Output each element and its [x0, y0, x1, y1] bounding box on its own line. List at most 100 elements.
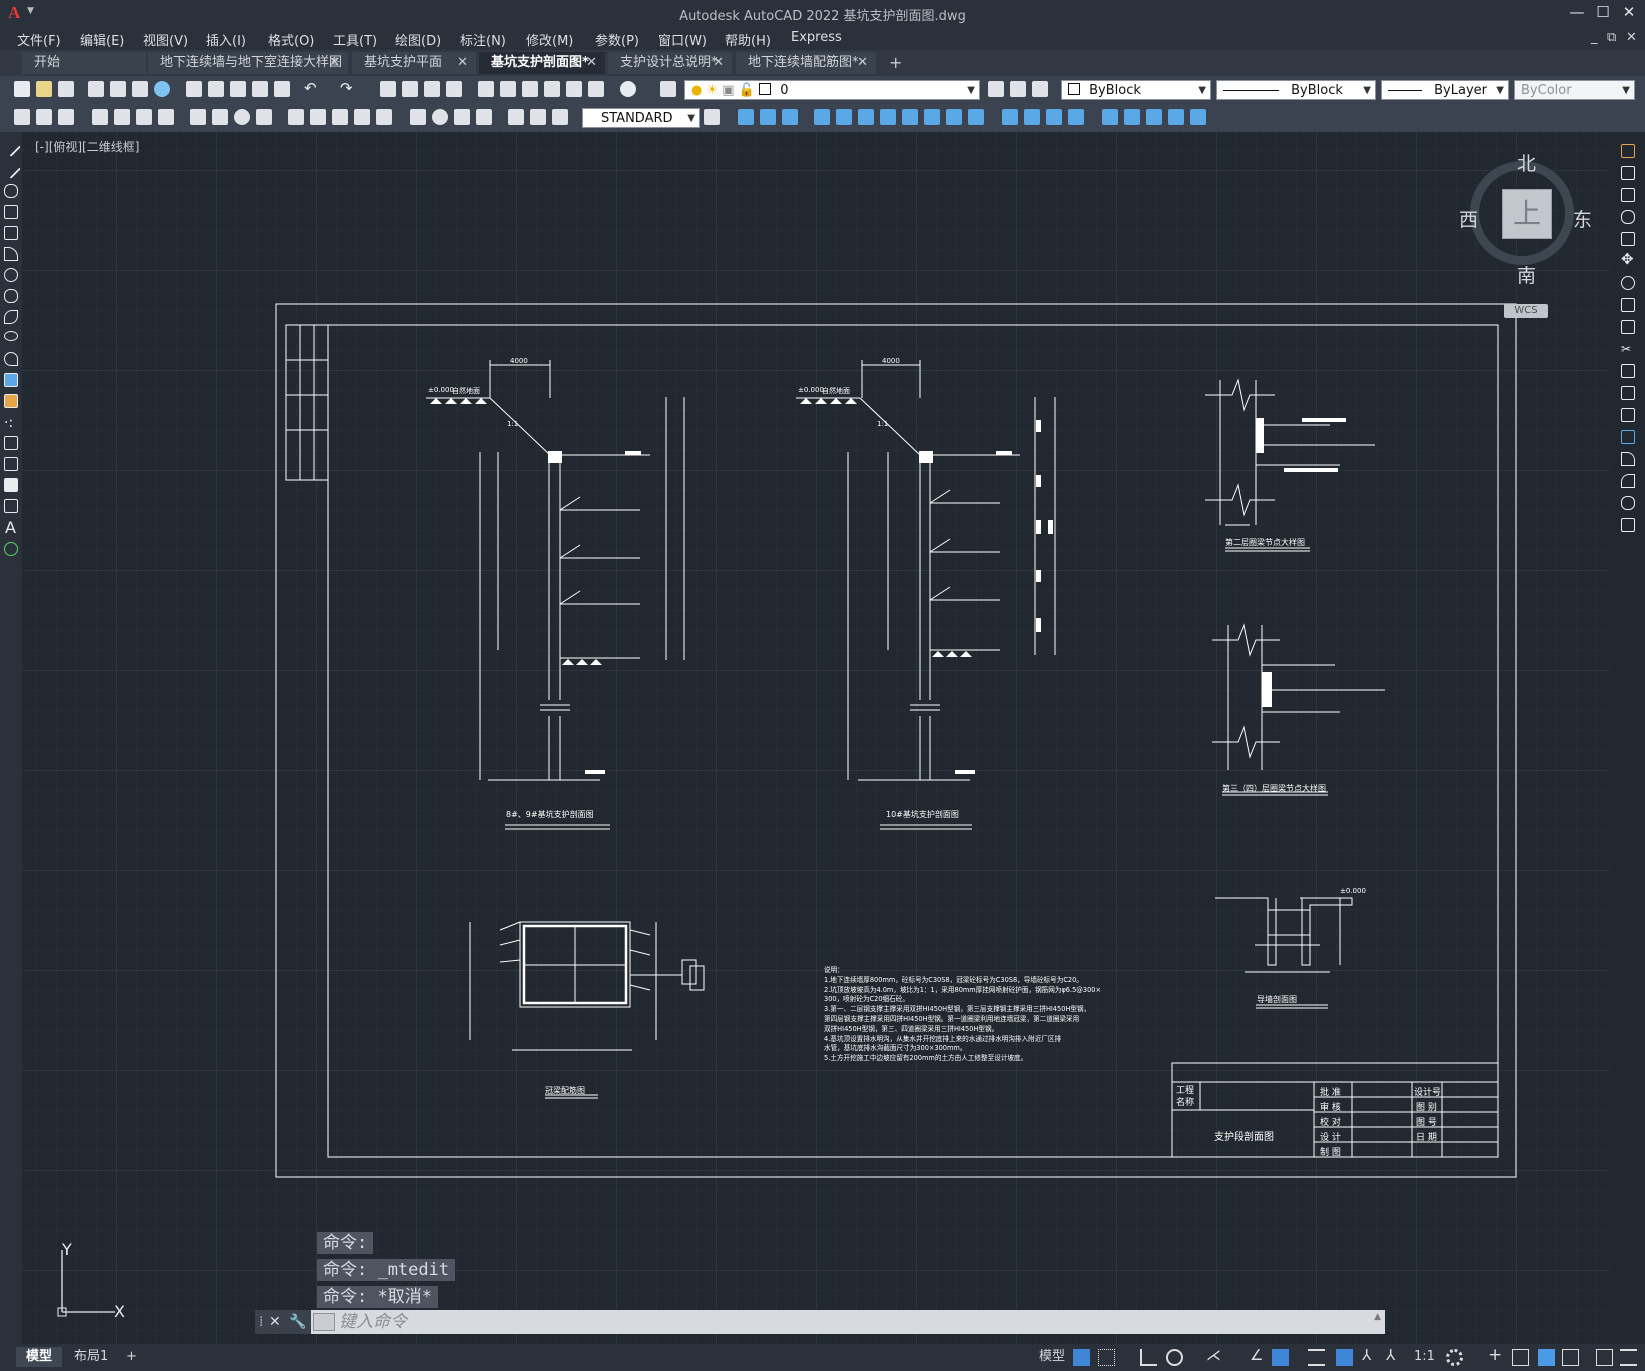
- command-expand-icon[interactable]: ▲: [1374, 1312, 1381, 1322]
- layer-properties-icon[interactable]: [660, 81, 676, 97]
- view-icon[interactable]: [1124, 109, 1140, 125]
- tab-support-section[interactable]: 基坑支护剖面图* ✕: [479, 52, 605, 74]
- add-layout-button[interactable]: +: [126, 1349, 137, 1364]
- properties-icon[interactable]: [478, 81, 494, 97]
- viewport-controls-label[interactable]: [-][俯视][二维线框]: [35, 140, 140, 154]
- view-icon[interactable]: [1146, 109, 1162, 125]
- view-icon[interactable]: [1168, 109, 1184, 125]
- menu-parametric[interactable]: 参数(P): [595, 34, 639, 49]
- menu-insert[interactable]: 插入(I): [206, 34, 246, 49]
- viewcube[interactable]: 北 南 东 西 上: [1459, 153, 1593, 287]
- layout-tab-layout1[interactable]: 布局1: [74, 1349, 109, 1364]
- zoom-window-icon[interactable]: [424, 81, 440, 97]
- text-style-dropdown[interactable]: STANDARD ▼: [582, 108, 700, 128]
- wcs-menu[interactable]: WCS: [1504, 304, 1548, 318]
- tab-close-icon[interactable]: ✕: [586, 55, 597, 70]
- grip-icon[interactable]: ⁞: [259, 1314, 264, 1330]
- erase-icon[interactable]: [1621, 144, 1635, 158]
- layer-previous-icon[interactable]: [1010, 81, 1026, 97]
- ucs-3point-icon[interactable]: [924, 109, 940, 125]
- dimension-edit-icon[interactable]: [508, 109, 524, 125]
- ucs-object-icon[interactable]: [836, 109, 852, 125]
- insert-block-icon[interactable]: [4, 373, 18, 387]
- command-line[interactable]: ⁞ ✕ 🔧 键入命令 ▲: [255, 1310, 1385, 1334]
- scale-icon[interactable]: [1621, 298, 1635, 312]
- undo-icon[interactable]: ↶: [304, 79, 317, 97]
- ucs-origin-icon[interactable]: [880, 109, 896, 125]
- polygon-icon[interactable]: [4, 205, 18, 219]
- ucs-icon-properties-icon[interactable]: [1068, 109, 1084, 125]
- construction-line-icon[interactable]: [1, 159, 21, 179]
- annotation-visibility-icon[interactable]: [1336, 1349, 1353, 1366]
- menu-format[interactable]: 格式(O): [268, 34, 315, 49]
- recent-commands-icon[interactable]: [313, 1313, 335, 1331]
- plotstyle-dropdown[interactable]: ByColor ▼: [1514, 80, 1635, 100]
- make-block-icon[interactable]: [4, 394, 18, 408]
- menu-view[interactable]: 视图(V): [143, 34, 189, 49]
- object-snap-toggle-icon[interactable]: [1272, 1349, 1289, 1366]
- baseline-dimension-icon[interactable]: [310, 109, 326, 125]
- ellipse-arc-icon[interactable]: [4, 352, 18, 366]
- model-space-button[interactable]: 模型: [1039, 1349, 1066, 1364]
- toolbar-icon[interactable]: [14, 109, 30, 125]
- dimension-update-icon[interactable]: [552, 109, 568, 125]
- blend-curves-icon[interactable]: [1621, 496, 1635, 510]
- rotate-icon[interactable]: [1621, 276, 1635, 290]
- tool-palettes-icon[interactable]: [522, 81, 538, 97]
- lineweight-toggle-icon[interactable]: [1308, 1349, 1325, 1366]
- named-ucs-icon[interactable]: [1046, 109, 1062, 125]
- dimension-text-edit-icon[interactable]: [530, 109, 546, 125]
- ucs-previous-icon[interactable]: [782, 109, 798, 125]
- close-button[interactable]: ✕: [1622, 3, 1636, 21]
- linear-dimension-icon[interactable]: [92, 109, 108, 125]
- menu-help[interactable]: 帮助(H): [725, 34, 771, 49]
- tab-start[interactable]: 开始: [22, 52, 146, 74]
- table-icon[interactable]: [4, 499, 18, 513]
- viewcube-east[interactable]: 东: [1573, 209, 1593, 231]
- offset-icon[interactable]: [1621, 210, 1635, 224]
- move-icon[interactable]: ✥: [1621, 250, 1634, 268]
- isodraft-icon[interactable]: ⋌: [1206, 1346, 1221, 1364]
- tab-diaphragm-wall-detail[interactable]: 地下连续墙与地下室连接大样图 ✕: [148, 52, 348, 74]
- pan-icon[interactable]: [380, 81, 396, 97]
- object-tracking-icon[interactable]: ∠: [1250, 1346, 1264, 1364]
- clean-screen-icon[interactable]: [1596, 1349, 1613, 1366]
- annotation-monitor-icon[interactable]: +: [1488, 1345, 1503, 1365]
- autocad-logo-icon[interactable]: A: [8, 3, 21, 22]
- ucs-view-icon[interactable]: [858, 109, 874, 125]
- spline-icon[interactable]: [4, 310, 18, 324]
- tab-support-plan[interactable]: 基坑支护平面 ✕: [352, 52, 476, 74]
- line-tool-icon[interactable]: [1, 137, 21, 157]
- cut-icon[interactable]: [186, 81, 202, 97]
- ordinate-dimension-icon[interactable]: [158, 109, 174, 125]
- paste-icon[interactable]: [230, 81, 246, 97]
- customization-menu-icon[interactable]: [1620, 1349, 1637, 1366]
- radius-dimension-icon[interactable]: [190, 109, 206, 125]
- new-file-icon[interactable]: [14, 81, 30, 97]
- fillet-icon[interactable]: [1621, 474, 1635, 488]
- print-preview-icon[interactable]: [110, 81, 126, 97]
- stretch-icon[interactable]: [1621, 320, 1635, 334]
- toolbar-icon[interactable]: [36, 109, 52, 125]
- center-mark-icon[interactable]: [432, 109, 448, 125]
- mirror-icon[interactable]: [1621, 188, 1635, 202]
- ucs-apply-icon[interactable]: [1024, 109, 1040, 125]
- copy-object-icon[interactable]: [1621, 166, 1635, 180]
- tab-close-icon[interactable]: ✕: [857, 55, 868, 70]
- viewcube-top-face[interactable]: 上: [1502, 189, 1552, 239]
- explode-icon[interactable]: [1621, 518, 1635, 532]
- annotation-scale-icon[interactable]: ⅄: [1386, 1346, 1396, 1364]
- ucs-world-icon[interactable]: [760, 109, 776, 125]
- view-icon[interactable]: [1102, 109, 1118, 125]
- publish-icon[interactable]: [154, 81, 170, 97]
- arc-length-icon[interactable]: [136, 109, 152, 125]
- sheet-set-icon[interactable]: [544, 81, 560, 97]
- zoom-previous-icon[interactable]: [446, 81, 462, 97]
- linetype-dropdown[interactable]: ByBlock ▼: [1216, 80, 1376, 100]
- paint-brush-icon[interactable]: [274, 81, 290, 97]
- tolerance-icon[interactable]: [410, 109, 426, 125]
- command-input[interactable]: 键入命令: [339, 1312, 407, 1332]
- help-icon[interactable]: [620, 81, 636, 97]
- copy-icon[interactable]: [208, 81, 224, 97]
- viewcube-south[interactable]: 南: [1517, 265, 1537, 287]
